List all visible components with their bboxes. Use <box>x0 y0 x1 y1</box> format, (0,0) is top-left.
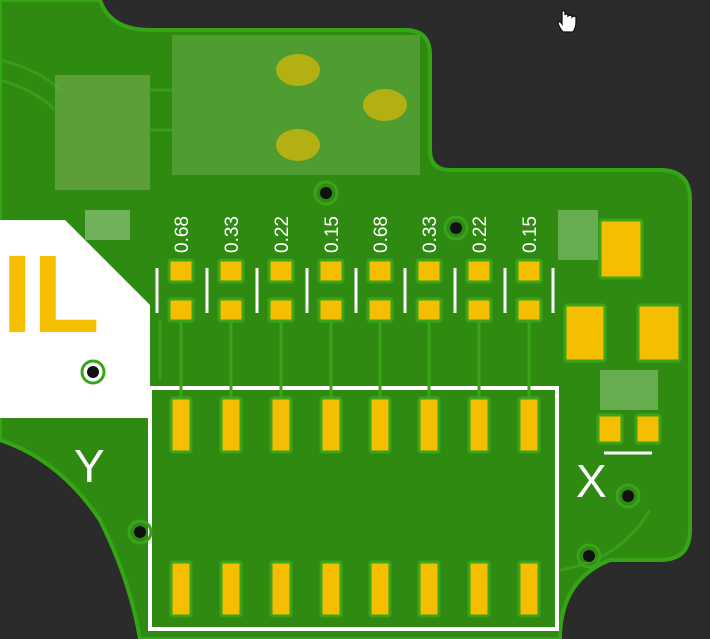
resistor-pad-bottom[interactable] <box>515 297 543 323</box>
ic-pad-bottom[interactable] <box>467 560 491 618</box>
resistor-pad-top[interactable] <box>415 258 443 284</box>
blurred-pad-right <box>558 210 598 260</box>
ic-pad-bottom[interactable] <box>219 560 243 618</box>
ic-pad-top[interactable] <box>417 396 441 454</box>
ic-pad-bottom[interactable] <box>319 560 343 618</box>
blurred-pad-3 <box>276 129 320 161</box>
resistor-array: 0.68 0.33 0.22 0.15 0.68 0.33 0.22 0.15 <box>155 216 555 323</box>
resistor-pad-bottom[interactable] <box>217 297 245 323</box>
via <box>87 366 99 378</box>
pad-small-left[interactable] <box>596 413 624 445</box>
resistor-pad-top[interactable] <box>465 258 493 284</box>
logo-block <box>0 220 150 418</box>
blurred-components <box>55 35 658 410</box>
resistor-pad-top[interactable] <box>167 258 195 284</box>
resistor-pad-top[interactable] <box>366 258 394 284</box>
resistor-pad-bottom[interactable] <box>317 297 345 323</box>
ic-pad-top[interactable] <box>319 396 343 454</box>
via-ring <box>127 519 153 545</box>
resistor-value-label: 0.68 <box>371 216 392 253</box>
via-ring <box>443 215 469 241</box>
pad-large-right[interactable] <box>636 303 682 363</box>
via-ring <box>615 483 641 509</box>
resistor-value-label: 0.15 <box>322 216 343 253</box>
blurred-chip-left <box>55 75 150 190</box>
resistor-pad-bottom[interactable] <box>267 297 295 323</box>
resistor-value-label: 0.22 <box>272 216 293 253</box>
via-ring <box>80 359 106 385</box>
via <box>583 550 595 562</box>
ic-pad-bottom[interactable] <box>368 560 392 618</box>
via-ring <box>313 180 339 206</box>
resistor-pad-bottom[interactable] <box>415 297 443 323</box>
ic-pad-bottom[interactable] <box>269 560 293 618</box>
resistor-pad-top[interactable] <box>515 258 543 284</box>
misc-components <box>563 218 682 455</box>
resistor-pad-bottom[interactable] <box>167 297 195 323</box>
resistor-value-label: 0.33 <box>420 216 441 253</box>
hand-pointer-icon <box>557 9 577 33</box>
blurred-pad-small <box>600 370 658 410</box>
ic-pad-top[interactable] <box>517 396 541 454</box>
resistor-value-label: 0.33 <box>222 216 243 253</box>
via <box>622 490 634 502</box>
resistor-pad-bottom[interactable] <box>465 297 493 323</box>
pad-large-top-right[interactable] <box>598 218 644 280</box>
resistor-pad-top[interactable] <box>267 258 295 284</box>
via-ring <box>576 543 602 569</box>
pad-small-right[interactable] <box>634 413 662 445</box>
resistor-value-label: 0.15 <box>520 216 541 253</box>
resistor-pad-top[interactable] <box>317 258 345 284</box>
via <box>134 526 146 538</box>
ic-pad-top[interactable] <box>467 396 491 454</box>
resistor-value-label: 0.22 <box>470 216 491 253</box>
blurred-pad-1 <box>276 54 320 86</box>
blurred-chip-left-tab <box>85 210 130 240</box>
pad-large-left[interactable] <box>563 303 607 363</box>
ic-pad-top[interactable] <box>219 396 243 454</box>
vias <box>80 180 641 569</box>
resistor-pad-bottom[interactable] <box>366 297 394 323</box>
blurred-pad-2 <box>363 89 407 121</box>
via <box>450 222 462 234</box>
y-axis-label: Y <box>74 440 105 492</box>
ic-pad-bottom[interactable] <box>417 560 441 618</box>
ic-pad-top[interactable] <box>269 396 293 454</box>
resistor-value-label: 0.68 <box>172 216 193 253</box>
ic-silkscreen-outline <box>148 386 559 631</box>
ic-pad-top[interactable] <box>169 396 193 454</box>
x-axis-label: X <box>576 455 607 507</box>
ic-footprint <box>148 321 559 631</box>
via <box>320 187 332 199</box>
resistor-pad-top[interactable] <box>217 258 245 284</box>
ic-pad-top[interactable] <box>368 396 392 454</box>
logo-text: IL <box>2 233 100 356</box>
ic-pad-bottom[interactable] <box>169 560 193 618</box>
ic-pad-bottom[interactable] <box>517 560 541 618</box>
